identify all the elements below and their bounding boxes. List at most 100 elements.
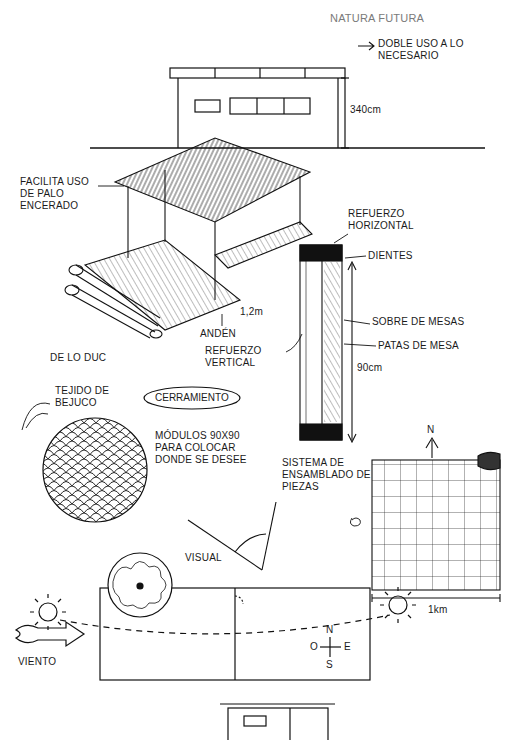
annotation-label: REFUERZO HORIZONTAL [348, 208, 438, 232]
annotation-label: SOBRE DE MESAS [372, 316, 464, 328]
sketch-stroke [72, 295, 150, 338]
sketch-stroke [220, 703, 335, 704]
sketch-stroke [320, 646, 341, 647]
annotation-label: N [427, 424, 434, 436]
sketch-stroke [16, 622, 84, 646]
sketch-stroke [22, 403, 50, 430]
sketch-stroke [195, 100, 220, 112]
node-text: CERRAMIENTO [155, 392, 229, 404]
sketch-stroke [256, 98, 257, 114]
sketch-stroke [115, 138, 310, 222]
sketch-stroke [300, 245, 342, 440]
sketch-stroke [72, 285, 155, 332]
annotation-label: O [310, 641, 318, 653]
site-plan [16, 553, 416, 680]
sketch-stroke [389, 596, 407, 614]
sketch-stroke [306, 261, 307, 424]
annotation-label: ANDÉN [200, 328, 236, 340]
sketch-stroke [431, 440, 432, 458]
annotation-label: DIENTES [368, 250, 413, 262]
sketch-stroke [90, 147, 485, 149]
sketch-stroke [98, 186, 124, 187]
small-elevation [220, 704, 335, 740]
site-map [372, 438, 500, 602]
annotation-label: TEJIDO DE BEJUCO [55, 385, 117, 409]
annotation-label: SISTEMA DE ENSAMBLADO DE PIEZAS [282, 457, 382, 493]
sketch-stroke [30, 594, 66, 630]
sketch-stroke [244, 716, 266, 726]
circled-label: CERRAMIENTO [143, 386, 241, 410]
table-piece [286, 234, 376, 442]
sketch-stroke [214, 68, 215, 78]
sketch-stroke [289, 708, 290, 740]
annotation-label: VISUAL [185, 552, 222, 564]
sketch-stroke [341, 77, 349, 78]
building-elevation [90, 68, 485, 148]
sketch-stroke [60, 615, 390, 634]
annotation-label: 340cm [350, 104, 381, 116]
sketch-stroke [299, 176, 300, 225]
annotation-label: N [326, 624, 333, 636]
sketch-stroke [334, 234, 348, 243]
sketch-stroke [137, 583, 143, 589]
sketch-stroke [426, 438, 438, 448]
sketch-stroke [344, 320, 370, 324]
sketch-stroke [259, 68, 260, 78]
sketch-stroke [150, 330, 162, 338]
sketch-stroke [351, 264, 352, 440]
annotation-label: DE LO DUC [50, 352, 106, 364]
sketch-stroke [76, 275, 158, 326]
annotation-label: FACILITA USO DE PALO ENCERADO [20, 176, 96, 212]
ellipse-stroke [144, 387, 240, 409]
sketch-stroke [341, 147, 349, 148]
sketch-stroke [262, 502, 276, 570]
sketch-stroke [76, 265, 160, 318]
sketch-stroke [235, 596, 243, 604]
sketch-stroke [177, 78, 178, 148]
annotation-label: DOBLE USO A LO NECESARIO [378, 38, 498, 62]
annotation-label: MÓDULOS 90X90 PARA COLOCAR DONDE SE DESE… [155, 430, 250, 466]
sketch-stroke [127, 186, 128, 258]
sketch-stroke [345, 256, 366, 258]
annotation-label: 1km [428, 604, 448, 616]
thatched-shelter [65, 138, 312, 338]
sketch-stroke [170, 68, 345, 78]
annotation-label: PATAS DE MESA [378, 340, 459, 352]
sketch-stroke [230, 98, 310, 114]
sketch-stroke [235, 534, 266, 552]
sketch-stroke [65, 285, 79, 295]
annotation-label: VIENTO [18, 656, 56, 668]
sketch-stroke [39, 603, 57, 621]
woven-module [22, 403, 147, 522]
annotation-label: 1,2m [240, 306, 263, 318]
sketch-stroke [283, 98, 284, 114]
annotation-label: E [344, 641, 351, 653]
sketch-stroke [300, 424, 342, 440]
sketch-stroke [215, 222, 312, 268]
sketch-stroke [344, 344, 376, 346]
sketch-stroke [222, 314, 223, 326]
sketch-stroke [69, 265, 83, 275]
sketch-stroke [344, 78, 345, 148]
sketch-stroke [499, 594, 500, 602]
annotation-label: S [326, 659, 333, 671]
sketch-stroke [348, 262, 356, 442]
annotation-label: REFUERZO VERTICAL [205, 345, 285, 369]
sketch-title: NATURA FUTURA [330, 12, 424, 25]
sketch-stroke [380, 587, 416, 623]
sketch-stroke [300, 245, 342, 261]
sketch-stroke [321, 261, 322, 424]
sketch-stroke [108, 553, 172, 617]
sketch-stroke [478, 452, 500, 469]
sketch-stroke [324, 262, 340, 422]
sketch-stroke [372, 460, 500, 590]
sketch-stroke [350, 518, 360, 526]
sketch-stroke [113, 561, 166, 608]
sketch-stroke [214, 222, 215, 300]
sketch-stroke [337, 78, 338, 148]
annotation-label: 90cm [357, 362, 382, 374]
sketch-stroke [371, 594, 372, 602]
sketch-stroke [228, 708, 328, 740]
